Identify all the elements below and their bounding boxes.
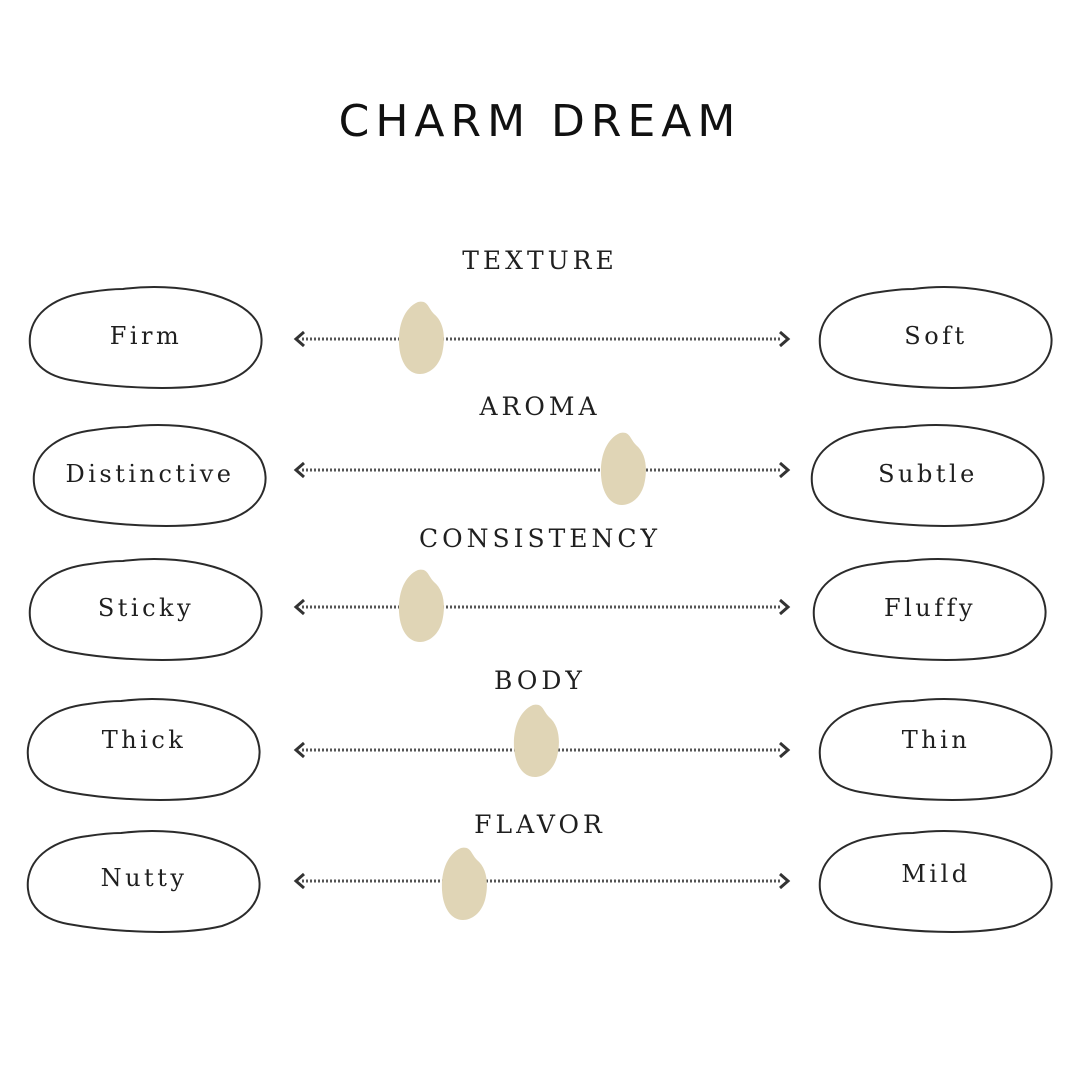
track[interactable] (292, 299, 792, 379)
left-pole-label: Distinctive (65, 460, 235, 488)
left-pill: Firm (28, 284, 264, 389)
left-pole-label: Sticky (97, 594, 195, 622)
scale-body: BODY Thick Thin (0, 660, 1080, 810)
page-title: CHARM DREAM (338, 96, 742, 147)
scale-aroma: AROMA Distinctive Subtle (0, 388, 1080, 538)
right-pill: Fluffy (812, 556, 1048, 661)
right-pill: Thin (818, 696, 1054, 801)
left-pill: Distinctive (32, 422, 268, 527)
scale-texture: TEXTURE Firm Soft (0, 240, 1080, 390)
right-pole-label: Subtle (878, 460, 978, 488)
grain-marker[interactable] (600, 431, 648, 505)
grain-marker[interactable] (398, 300, 446, 374)
right-pole-label: Mild (901, 860, 971, 888)
scale-label: BODY (494, 666, 586, 695)
right-pole-label: Thin (901, 726, 971, 754)
right-pill: Mild (818, 828, 1054, 933)
right-pill: Soft (818, 284, 1054, 389)
grain-marker[interactable] (398, 568, 446, 642)
right-pill: Subtle (810, 422, 1046, 527)
scale-label: FLAVOR (474, 810, 606, 839)
track[interactable] (292, 430, 792, 510)
right-pole-label: Soft (904, 322, 968, 350)
scale-consistency: CONSISTENCY Sticky Fluffy (0, 520, 1080, 670)
right-pole-label: Fluffy (883, 594, 977, 622)
grain-marker[interactable] (513, 703, 561, 777)
left-pole-label: Nutty (100, 864, 188, 892)
left-pole-label: Thick (101, 726, 187, 754)
left-pole-label: Firm (109, 322, 183, 350)
track[interactable] (292, 841, 792, 921)
track[interactable] (292, 567, 792, 647)
scale-label: AROMA (479, 392, 601, 421)
left-pill: Nutty (26, 828, 262, 933)
left-pill: Sticky (28, 556, 264, 661)
grain-marker[interactable] (441, 846, 489, 920)
scale-label: CONSISTENCY (418, 524, 662, 553)
scale-flavor: FLAVOR Nutty Mild (0, 806, 1080, 956)
left-pill: Thick (26, 696, 262, 801)
scale-label: TEXTURE (462, 246, 618, 275)
